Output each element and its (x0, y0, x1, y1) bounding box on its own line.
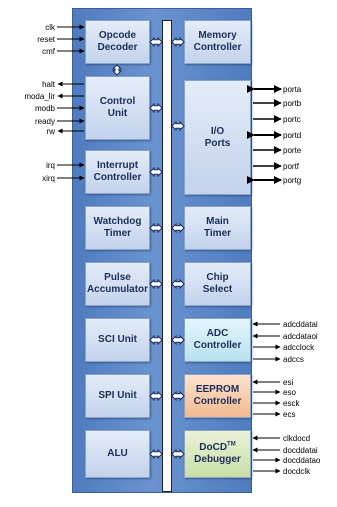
signal-clk: clk (45, 23, 55, 32)
eeprom-bus-arrow-right (171, 390, 185, 402)
signal-adccs: adccs (283, 355, 304, 364)
signal-porte: porte (283, 146, 302, 155)
sci-unit-block: SCI Unit (85, 318, 150, 362)
main-timer-bus-arrow-right (171, 222, 185, 234)
main-timer-block: Main Timer (184, 206, 251, 250)
adc-controller-block: ADC Controller (184, 318, 251, 362)
signal-docddatai: docddatai (283, 446, 318, 455)
chip-select-bus-arrow-right (171, 278, 185, 290)
signal-docdclk: docdclk (283, 467, 311, 476)
docd-title: DoCDTM (199, 442, 235, 454)
signal-rw: rw (46, 127, 55, 136)
signal-modb: modb (34, 104, 55, 113)
adc-bus-arrow-right (171, 334, 185, 346)
opcode-bus-arrow-left (149, 36, 163, 48)
io-ports-block: I/O Ports (184, 80, 251, 195)
eeprom-controller-block: EEPROM Controller (184, 374, 251, 418)
control-unit-block: Control Unit (85, 76, 150, 140)
spi-bus-arrow-left (149, 390, 163, 402)
internal-bus (162, 20, 172, 492)
docd-subtitle: Debugger (194, 454, 241, 465)
signal-portg: portg (283, 176, 302, 185)
signal-esi: esi (283, 378, 294, 387)
signal-portc: portc (283, 115, 301, 124)
docd-bus-arrow-right (171, 448, 185, 460)
opcode-decoder-block: Opcode Decoder (85, 20, 150, 64)
signal-ecs: ecs (283, 410, 296, 419)
opcode-control-arrow (111, 64, 123, 76)
alu-block: ALU (85, 430, 150, 478)
signal-docddatao: docddatao (283, 456, 321, 465)
signal-portf: portf (283, 162, 300, 171)
signal-xirq: xirq (42, 174, 55, 183)
signal-adcclock: adcclock (283, 343, 315, 352)
watchdog-bus-arrow-left (149, 222, 163, 234)
io-bus-arrow-right (171, 120, 185, 132)
pulse-accumulator-block: Pulse Accumulator (85, 262, 150, 306)
signal-adcdataoi: adcdataoi (283, 332, 318, 341)
sci-bus-arrow-left (149, 334, 163, 346)
signal-portb: portb (283, 99, 302, 108)
control-bus-arrow-left (149, 102, 163, 114)
signal-eso: eso (283, 388, 296, 397)
spi-unit-block: SPI Unit (85, 374, 150, 418)
signal-esck: esck (283, 399, 300, 408)
docd-name: DoCD (199, 442, 228, 453)
trademark-mark: TM (227, 441, 236, 448)
alu-bus-arrow-left (149, 448, 163, 460)
signal-clkdocd: clkdocd (283, 434, 311, 443)
signal-cmf: cmf (42, 47, 55, 56)
signal-irq: irq (46, 161, 55, 170)
signal-halt: halt (42, 80, 55, 89)
signal-porta: porta (283, 85, 302, 94)
pulse-bus-arrow-left (149, 278, 163, 290)
signal-ready: ready (34, 117, 55, 126)
interrupt-bus-arrow-left (149, 166, 163, 178)
interrupt-controller-block: Interrupt Controller (85, 150, 150, 194)
signal-portd: portd (283, 131, 302, 140)
memory-controller-block: Memory Controller (184, 20, 251, 64)
signal-adcddatai: adcddatai (283, 320, 318, 329)
signal-moda-lir: moda_lir (24, 92, 55, 101)
memory-bus-arrow-right (171, 36, 185, 48)
docd-debugger-block: DoCDTM Debugger (184, 430, 251, 478)
signal-reset: reset (37, 35, 55, 44)
